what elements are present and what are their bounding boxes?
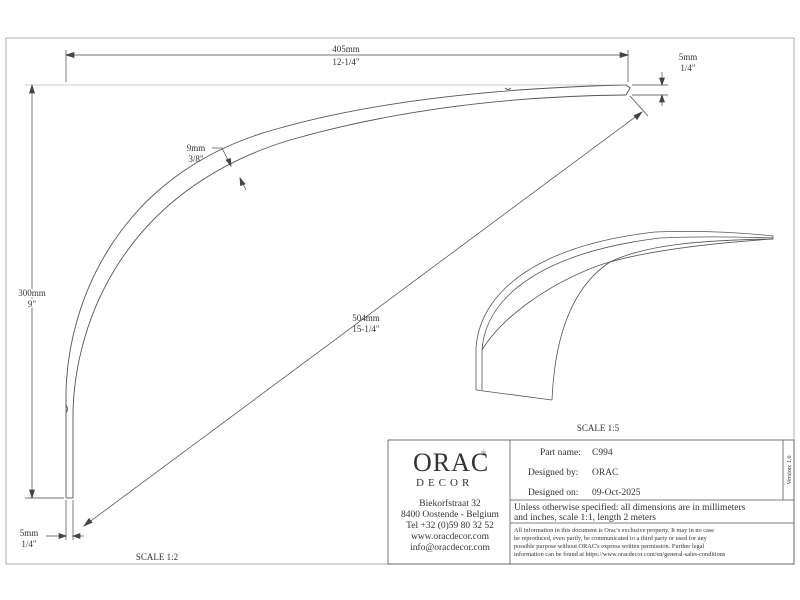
profile-notch-left <box>65 404 68 414</box>
scale-main-label: SCALE 1:2 <box>136 552 178 562</box>
tip-arrow-top <box>659 77 665 87</box>
thickness-arrow-top <box>225 158 232 168</box>
profile-notch-top <box>504 87 512 90</box>
height-mm-label: 300mm <box>18 288 46 298</box>
diagonal-extension-end <box>629 95 649 117</box>
logo-registered-mark: ® <box>481 450 487 458</box>
address-line1: Biekorfstraat 32 <box>419 498 481 509</box>
diagonal-dimension-line <box>83 111 643 527</box>
tip-arrow-bottom <box>659 93 665 103</box>
profile-inner-curve <box>72 94 627 498</box>
height-arrow-bottom <box>29 489 35 500</box>
address-line2: 8400 Oostende - Belgium <box>401 510 500 520</box>
diagonal-arrow-end <box>633 111 643 121</box>
version-label: Version: 1.6 <box>787 456 793 485</box>
foot-arrow-left <box>58 533 68 539</box>
width-mm-label: 405mm <box>332 44 360 54</box>
legal-line2: be reproduced, even partly, be communica… <box>514 535 708 542</box>
phone-number: Tel +32 (0)59 80 32 52 <box>406 520 494 531</box>
foot-arrow-right <box>71 533 81 539</box>
foot-in-label: 1/4" <box>21 539 37 549</box>
tip-mm-label: 5mm <box>679 52 698 62</box>
logo-main: ORAC <box>413 448 489 477</box>
title-block-frame <box>387 439 795 565</box>
title-block-text: ORAC ® DECOR Biekorfstraat 32 8400 Ooste… <box>401 448 793 558</box>
scale-3d-label: SCALE 1:5 <box>577 423 620 433</box>
3d-bottom-edge <box>475 389 553 401</box>
dimension-note-line1: Unless otherwise specified: all dimensio… <box>514 502 746 513</box>
sheet-border <box>5 37 795 565</box>
3d-outer-curve <box>475 230 774 390</box>
profile-outer-curve <box>65 84 627 498</box>
designed-by-label: Designed by: <box>528 468 578 478</box>
logo-sub: DECOR <box>416 477 473 489</box>
3d-inner-line <box>481 238 774 351</box>
dimension-lines <box>25 50 668 540</box>
dimension-note-line2: and inches, scale 1:1, length 2 meters <box>514 513 656 523</box>
3d-inner-curve <box>481 236 774 390</box>
designed-on-value: 09-Oct-2025 <box>592 488 641 498</box>
width-arrow-right <box>619 52 630 58</box>
width-arrow-left <box>64 52 75 58</box>
height-in-label: 9" <box>28 299 37 309</box>
diagonal-in-label: 15-1/4" <box>352 324 379 334</box>
title-block <box>387 439 795 565</box>
diagonal-arrow-start <box>83 517 93 527</box>
legal-line1: All information in this document is Orac… <box>514 527 714 534</box>
part-name-label: Part name: <box>540 448 581 458</box>
dimension-labels: 405mm 12-1/4" 300mm 9" 504mm 15-1/4" 9mm… <box>17 44 698 562</box>
foot-mm-label: 5mm <box>20 528 39 538</box>
part-name-value: C994 <box>592 448 613 458</box>
legal-line4: information can be found at https://www.… <box>514 551 726 558</box>
diagonal-mm-label: 504mm <box>352 313 380 323</box>
profile-3d-view <box>475 230 774 401</box>
profile-section <box>65 84 631 499</box>
thickness-in-label: 3/8" <box>188 154 204 164</box>
profile-tip <box>625 84 631 96</box>
width-in-label: 12-1/4" <box>332 57 359 67</box>
tip-in-label: 1/4" <box>680 63 696 73</box>
height-arrow-top <box>29 83 35 94</box>
thickness-mm-label: 9mm <box>187 143 206 153</box>
email-link[interactable]: info@oracdecor.com <box>410 542 490 553</box>
website-link[interactable]: www.oracdecor.com <box>411 532 490 542</box>
designed-on-label: Designed on: <box>528 488 578 498</box>
legal-line3: possible purpose without ORAC's express … <box>514 543 704 550</box>
3d-front-edge <box>551 236 774 401</box>
designed-by-value: ORAC <box>592 468 618 478</box>
thickness-arrow-bottom <box>239 176 246 186</box>
